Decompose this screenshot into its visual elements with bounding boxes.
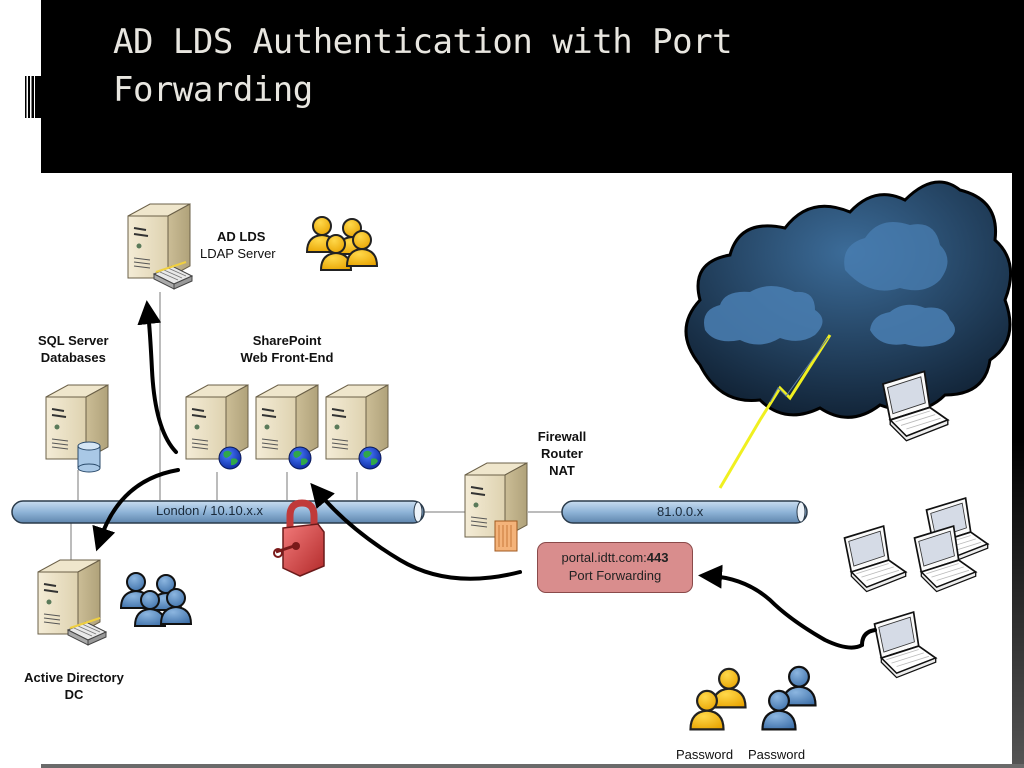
flow-arrows	[92, 300, 877, 650]
sql-label-line2: Databases	[40, 350, 106, 365]
users-pair-icon-yellow	[689, 667, 747, 731]
decorative-bars	[25, 76, 41, 118]
arrow-to-adlds	[137, 300, 178, 454]
ad-dc-server-icon	[37, 559, 107, 646]
internet-cloud-icon	[684, 180, 1013, 419]
users-group-icon-yellow	[306, 216, 378, 271]
password-label-yellow: Password	[676, 747, 734, 762]
adlds-label: AD LDS LDAP Server	[200, 228, 276, 262]
globe-icon	[218, 446, 242, 470]
password-label-blue: Password	[748, 747, 806, 762]
slide-bottom-edge	[41, 764, 1024, 768]
adlds-server-icon	[127, 203, 193, 290]
sharepoint-label-line1: SharePoint	[252, 333, 322, 348]
users-pair-icon-blue	[761, 665, 817, 731]
external-network-pipe	[561, 500, 808, 524]
sharepoint-server-icon-2	[255, 384, 319, 460]
laptop-icon-2	[843, 525, 907, 593]
lightning-icon	[718, 334, 832, 489]
connector-lines	[70, 292, 565, 560]
arrow-to-ad-dc	[92, 468, 180, 552]
external-network-label: 81.0.0.x	[657, 504, 704, 519]
database-icon	[77, 441, 101, 473]
globe-icon	[358, 446, 382, 470]
slide-title-line2: Forwarding	[113, 70, 313, 110]
firewall-label: Firewall Router NAT	[530, 428, 594, 479]
sharepoint-server-icon-1	[185, 384, 249, 460]
sharepoint-server-icon-3	[325, 384, 389, 460]
port-forwarding-label: Port Forwarding	[568, 568, 662, 583]
port-forwarding-box: portal.idtt.com:443 Port Forwarding	[537, 542, 693, 593]
arrow-to-port-forwarding	[698, 564, 877, 650]
adlds-subtitle: LDAP Server	[200, 246, 276, 261]
globe-icon	[288, 446, 312, 470]
slide-title-line1: AD LDS Authentication with Port	[113, 22, 733, 62]
firewall-label-line3: NAT	[549, 463, 575, 478]
port-forwarding-host: portal.idtt.com:	[561, 550, 647, 565]
slide-title: AD LDS Authentication with Port Forwardi…	[113, 18, 813, 114]
sql-label: SQL Server Databases	[38, 332, 109, 366]
firewall-label-line1: Firewall	[537, 429, 587, 444]
padlock-icon	[273, 499, 325, 577]
internal-network-label: London / 10.10.x.x	[156, 503, 263, 518]
port-forwarding-port: 443	[646, 550, 669, 565]
ad-dc-label: Active Directory DC	[14, 669, 134, 703]
ad-dc-label-line2: DC	[64, 687, 84, 702]
sql-label-line1: SQL Server	[38, 333, 109, 348]
port-forwarding-address: portal.idtt.com:443	[538, 549, 692, 567]
adlds-title: AD LDS	[217, 229, 266, 244]
slide-title-bar	[41, 0, 1024, 173]
firewall-label-line2: Router	[541, 446, 583, 461]
sharepoint-label-line2: Web Front-End	[240, 350, 334, 365]
laptop-icon-4	[873, 611, 937, 679]
ad-dc-label-line1: Active Directory	[24, 670, 124, 685]
sharepoint-label: SharePoint Web Front-End	[232, 332, 342, 366]
users-group-icon-blue	[120, 572, 192, 627]
arrow-to-sharepoint	[310, 482, 522, 581]
slide-right-edge	[1012, 173, 1024, 768]
firewall-server-icon	[464, 462, 528, 552]
